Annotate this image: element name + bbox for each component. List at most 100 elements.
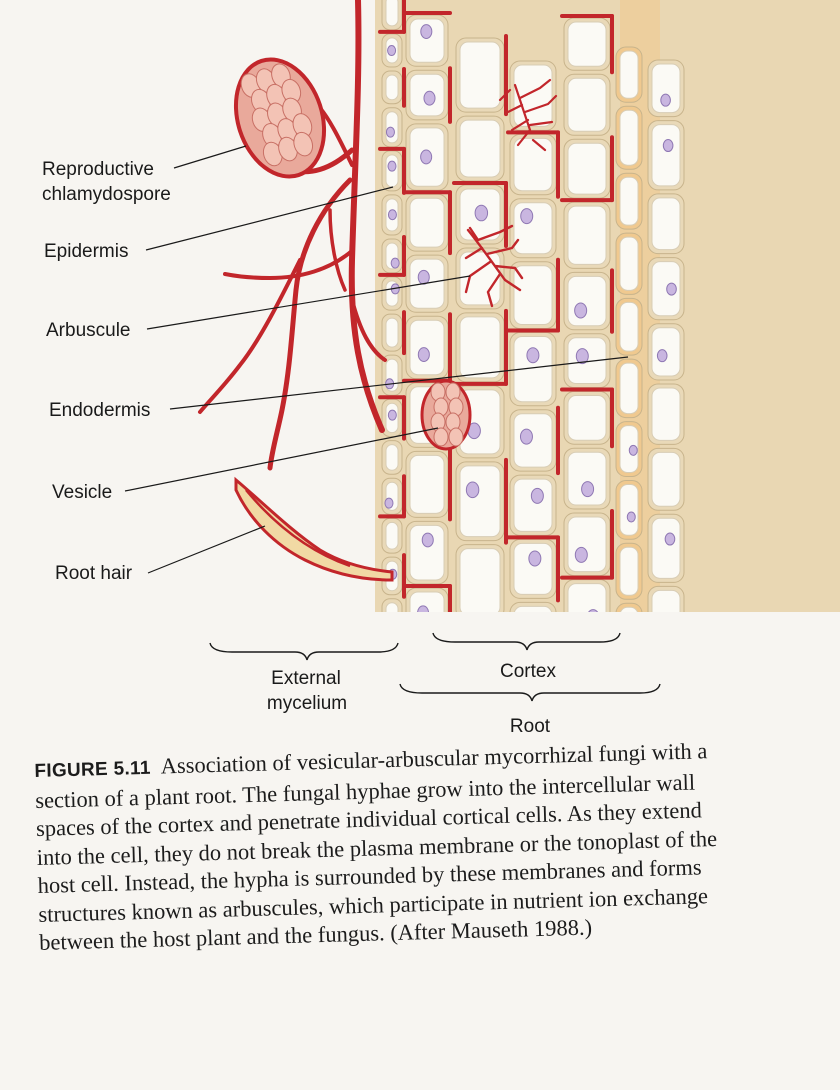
root-cell — [381, 150, 403, 192]
root-cell — [615, 421, 643, 477]
leader-reproductive — [173, 145, 247, 169]
root-cell — [563, 17, 611, 71]
root-cell — [647, 120, 685, 191]
root-cell — [381, 33, 403, 68]
root-cell — [647, 383, 685, 445]
root-cell — [647, 193, 685, 255]
root-cell — [455, 312, 505, 383]
root-cell — [381, 0, 403, 31]
leader-lines — [124, 145, 629, 574]
label-mycelium: mycelium — [267, 693, 347, 714]
root-cell — [381, 517, 403, 554]
root-cell — [563, 391, 611, 445]
root-hair — [234, 476, 394, 582]
label-endodermis: Endodermis — [49, 400, 150, 421]
arbuscule-lower — [464, 224, 524, 308]
root-cell — [405, 14, 449, 67]
root-cell — [563, 201, 611, 269]
root-cell — [381, 70, 403, 105]
root-cell — [509, 474, 557, 536]
arbuscule-upper — [498, 78, 558, 152]
root-cell — [455, 184, 505, 245]
root-cell — [405, 123, 449, 191]
root-cell — [455, 461, 505, 542]
label-vesicle: Vesicle — [52, 482, 112, 503]
root-cell — [615, 297, 643, 356]
root-cell — [509, 409, 557, 472]
brace-external-mycelium — [209, 642, 399, 661]
label-reproductive: Reproductive — [42, 159, 154, 180]
root-cell — [405, 450, 449, 518]
root-section — [375, 0, 840, 612]
root-cell — [381, 276, 403, 311]
root-cell — [381, 194, 403, 236]
root-cell — [615, 46, 643, 103]
brace-cortex — [432, 632, 621, 651]
label-chlamydospore: chlamydospore — [42, 184, 171, 205]
cell-grid — [381, 0, 685, 612]
hypha-mid-branch — [223, 248, 355, 281]
root-cell — [509, 601, 557, 612]
root-cell — [615, 172, 643, 230]
label-arbuscule: Arbuscule — [46, 320, 131, 341]
leader-endodermis — [169, 356, 629, 410]
root-cell — [563, 138, 611, 199]
root-cell — [405, 254, 449, 313]
root-cell — [647, 59, 685, 118]
root-cell — [647, 257, 685, 321]
root-cell — [563, 333, 611, 389]
spore-contents — [240, 63, 314, 167]
hypha-left-branch — [267, 177, 353, 471]
root-cell — [647, 323, 685, 381]
root-cell — [563, 579, 611, 612]
root-cell — [615, 232, 643, 295]
root-cell — [455, 37, 505, 113]
root-cell — [509, 538, 557, 599]
root-cell — [509, 332, 557, 407]
intercellular-hyphae — [378, 0, 614, 612]
root-cell — [509, 133, 557, 196]
root-cell — [615, 479, 643, 540]
root-cell — [509, 198, 557, 259]
label-cortex: Cortex — [500, 661, 556, 682]
root-cell — [563, 271, 611, 331]
root-cell — [405, 315, 449, 380]
label-epidermis: Epidermis — [44, 241, 128, 262]
label-external: External — [271, 668, 341, 689]
root-cell — [615, 358, 643, 419]
root-cell — [647, 585, 685, 612]
root-cell — [455, 115, 505, 182]
vesicle — [420, 379, 472, 451]
root-cell — [647, 513, 685, 583]
root-cell — [563, 512, 611, 577]
label-root: Root — [510, 716, 551, 737]
hypha-short-branch — [328, 208, 347, 292]
root-cell — [381, 107, 403, 148]
root-cell — [381, 238, 403, 274]
root-cell — [405, 587, 449, 612]
root-cell — [647, 447, 685, 511]
root-cell — [381, 398, 403, 438]
root-cell — [615, 105, 643, 170]
root-cell — [381, 313, 403, 352]
labels: Reproductive chlamydospore Epidermis Arb… — [42, 159, 556, 737]
leader-vesicle — [124, 427, 439, 492]
leader-epidermis — [145, 186, 394, 251]
root-cell — [563, 73, 611, 136]
vesicle-contents — [430, 382, 464, 447]
hypha-far-left — [198, 258, 302, 414]
braces — [209, 632, 661, 702]
leader-arbuscule — [146, 275, 471, 330]
root-cell — [455, 544, 505, 612]
brace-root — [399, 683, 661, 702]
root-cell — [615, 602, 643, 612]
root-cell — [615, 542, 643, 600]
root-cell — [405, 520, 449, 585]
root-cell — [405, 193, 449, 252]
chlamydospore — [233, 57, 327, 179]
hypha-lower-branch — [350, 298, 387, 362]
root-cell — [405, 69, 449, 121]
root-cell — [563, 447, 611, 510]
